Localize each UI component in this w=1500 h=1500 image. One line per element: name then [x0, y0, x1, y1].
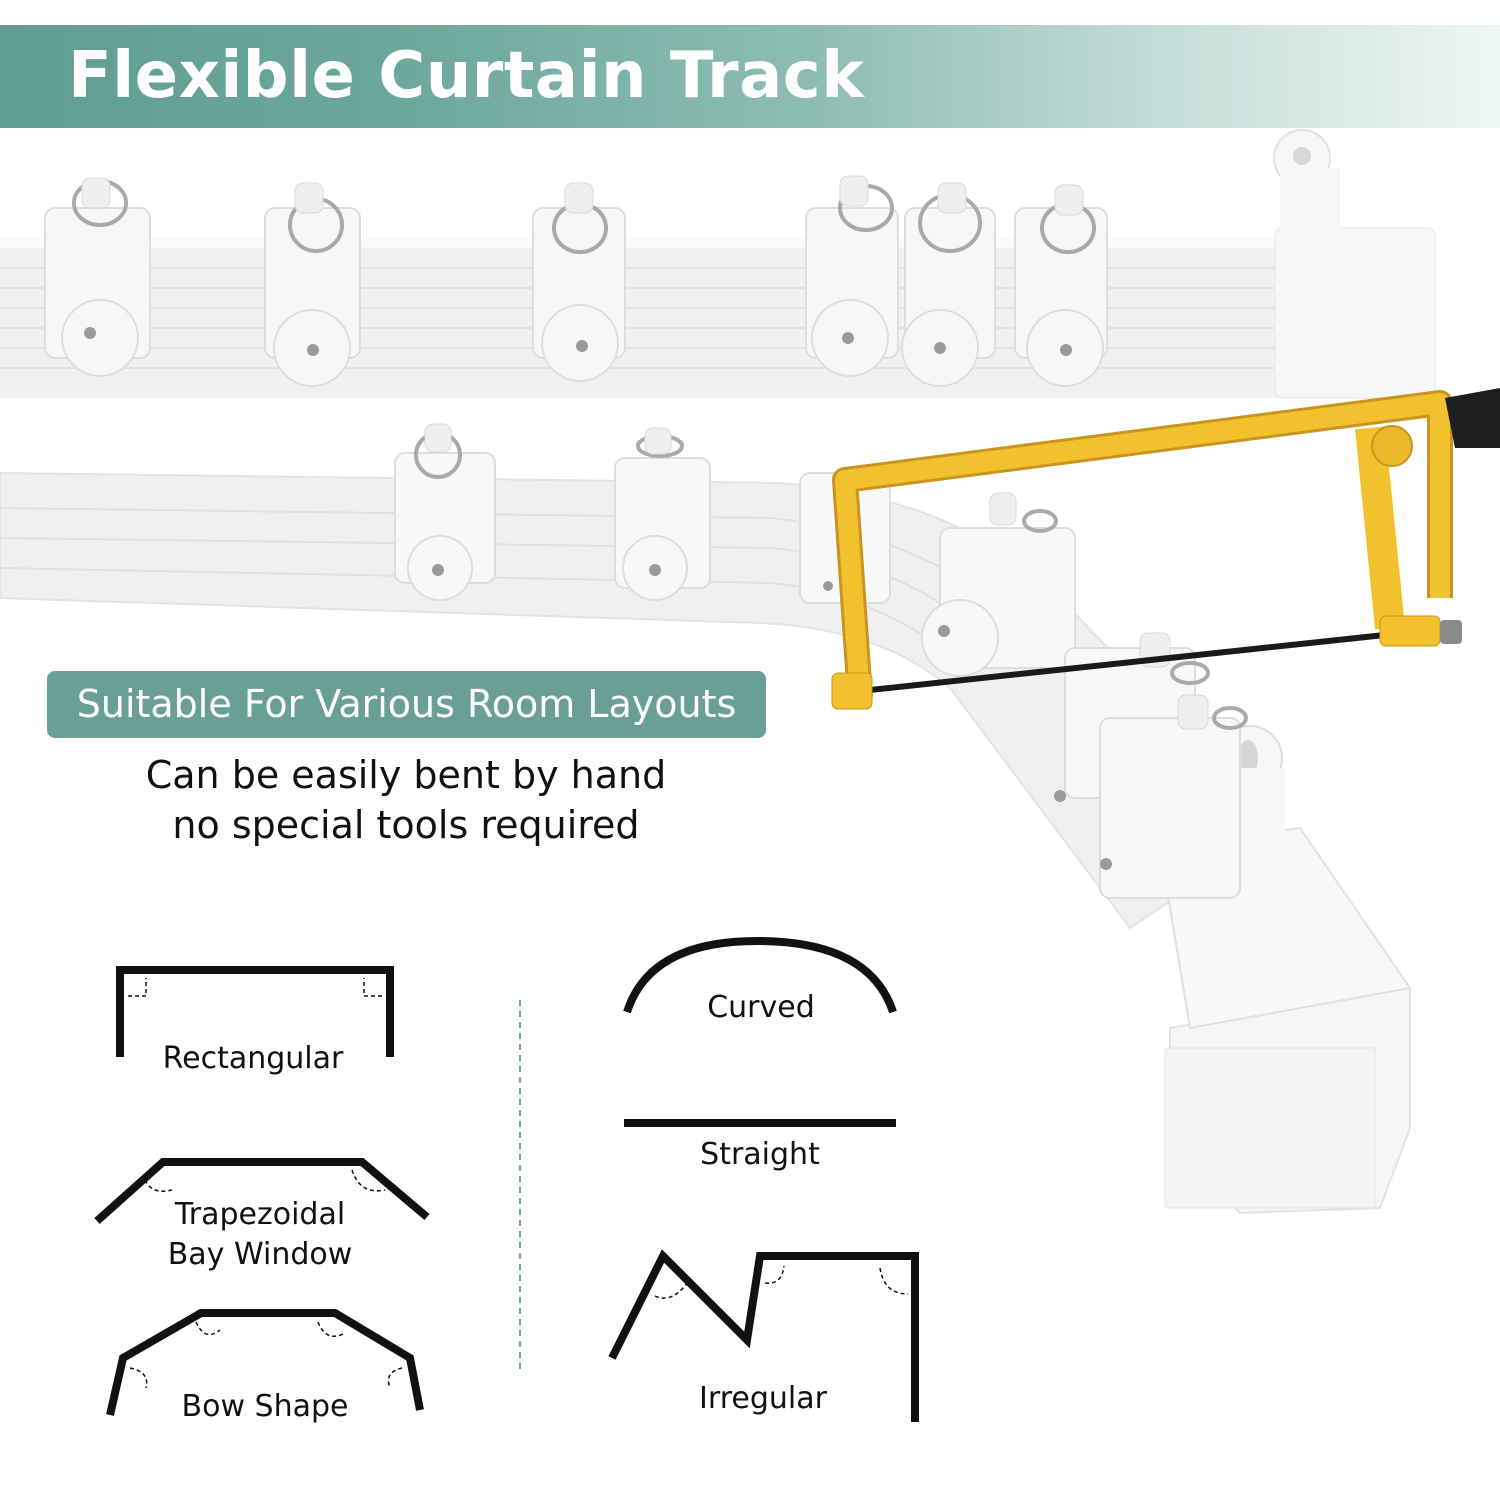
description-line-1: Can be easily bent by hand	[145, 753, 667, 797]
layouts-badge-label: Suitable For Various Room Layouts	[76, 682, 737, 726]
curtain-track-photo	[0, 129, 1500, 1215]
curved-shape: Curved	[623, 936, 897, 1025]
trapezoidal-label-line-2: Bay Window	[168, 1237, 353, 1272]
trapezoidal-label-line-1: Trapezoidal	[174, 1197, 345, 1232]
rectangular-shape: Rectangular	[116, 966, 394, 1076]
layout-shapes: Rectangular Trapezoidal Bay Window Bow S…	[94, 936, 919, 1424]
bow-shape: Bow Shape	[106, 1309, 424, 1424]
irregular-shape: Irregular	[608, 1249, 919, 1422]
bow-label: Bow Shape	[182, 1389, 349, 1424]
curved-label: Curved	[707, 990, 815, 1025]
layouts-badge: Suitable For Various Room Layouts	[47, 671, 766, 738]
trapezoidal-shape: Trapezoidal Bay Window	[94, 1158, 430, 1272]
irregular-label: Irregular	[699, 1381, 828, 1416]
header-banner	[0, 25, 1500, 128]
page-title: Flexible Curtain Track	[68, 39, 865, 113]
upper-track	[0, 129, 1436, 399]
ring-glider-icon	[44, 207, 1108, 387]
rectangular-label: Rectangular	[163, 1041, 344, 1076]
straight-label: Straight	[700, 1137, 820, 1172]
hacksaw-icon	[831, 388, 1500, 710]
straight-shape: Straight	[624, 1119, 896, 1172]
description-line-2: no special tools required	[172, 803, 640, 847]
